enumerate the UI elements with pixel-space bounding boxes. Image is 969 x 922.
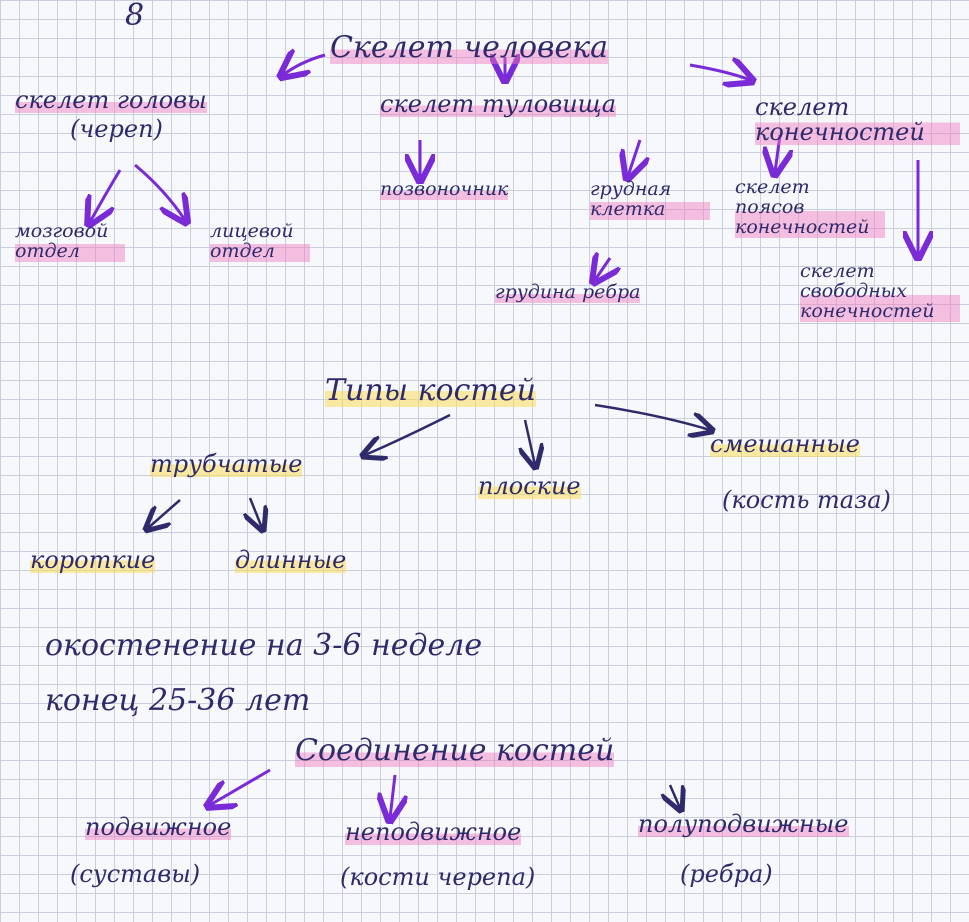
arrow-to-flat xyxy=(525,419,535,465)
free-limbs-skeleton: скелет свободных конечностей xyxy=(800,261,960,322)
arrow-to-facial xyxy=(134,163,185,220)
immovable-joint: неподвижное xyxy=(345,818,522,846)
spine: позвоночник xyxy=(380,178,509,200)
arrow-to-tubular xyxy=(365,413,451,455)
arrow-to-girdles xyxy=(775,134,780,172)
joints-title: Соединение костей xyxy=(295,733,615,768)
trunk-skeleton: скелет туловища xyxy=(380,90,617,118)
short-bones: короткие xyxy=(30,546,156,574)
arrow-to-semi xyxy=(670,784,680,808)
arrow-to-chest xyxy=(628,139,640,176)
chest-parts: грудина ребра xyxy=(495,281,641,303)
immovable-joint-sub: (кости черепа) xyxy=(340,863,536,891)
semi-movable-joint-sub: (ребра) xyxy=(680,860,773,888)
arrow-to-limbs xyxy=(689,65,750,80)
facial-section: лицевой отдел xyxy=(210,221,310,262)
skeleton-title: Скелет человека xyxy=(330,30,609,65)
head-skeleton: скелет головы xyxy=(15,86,207,114)
arrow-to-cranial xyxy=(90,169,122,222)
arrow-to-head xyxy=(283,55,326,75)
movable-joint-sub: (суставы) xyxy=(70,860,201,888)
flat-bones: плоские xyxy=(478,472,581,500)
arrow-to-short xyxy=(148,499,181,528)
ossification-end-note: конец 25-36 лет xyxy=(45,683,311,718)
mixed-bones: смешанные xyxy=(710,430,860,458)
cranial-section: мозговой отдел xyxy=(15,221,125,262)
bone-types-title: Типы костей xyxy=(325,373,536,408)
head-skeleton-sub: (череп) xyxy=(70,115,163,143)
semi-movable-joint: полуподвижные xyxy=(638,810,849,838)
arrow-to-long xyxy=(250,497,262,528)
arrow-to-mixed xyxy=(594,403,710,430)
arrow-to-immovable xyxy=(390,774,395,818)
long-bones: длинные xyxy=(235,546,347,574)
heading-fragment: 8 xyxy=(125,0,145,33)
girdles-skeleton: скелет поясов конечностей xyxy=(735,177,885,238)
limbs-skeleton: скелет конечностей xyxy=(755,94,960,146)
arrow-to-chest-parts xyxy=(595,258,610,280)
arrow-to-movable xyxy=(210,768,271,805)
mixed-bones-sub: (кость таза) xyxy=(722,486,891,514)
movable-joint: подвижное xyxy=(85,813,232,841)
tubular-bones: трубчатые xyxy=(150,450,303,478)
chest: грудная клетка xyxy=(590,179,710,220)
ossification-note: окостенение на 3-6 неделе xyxy=(45,628,483,663)
